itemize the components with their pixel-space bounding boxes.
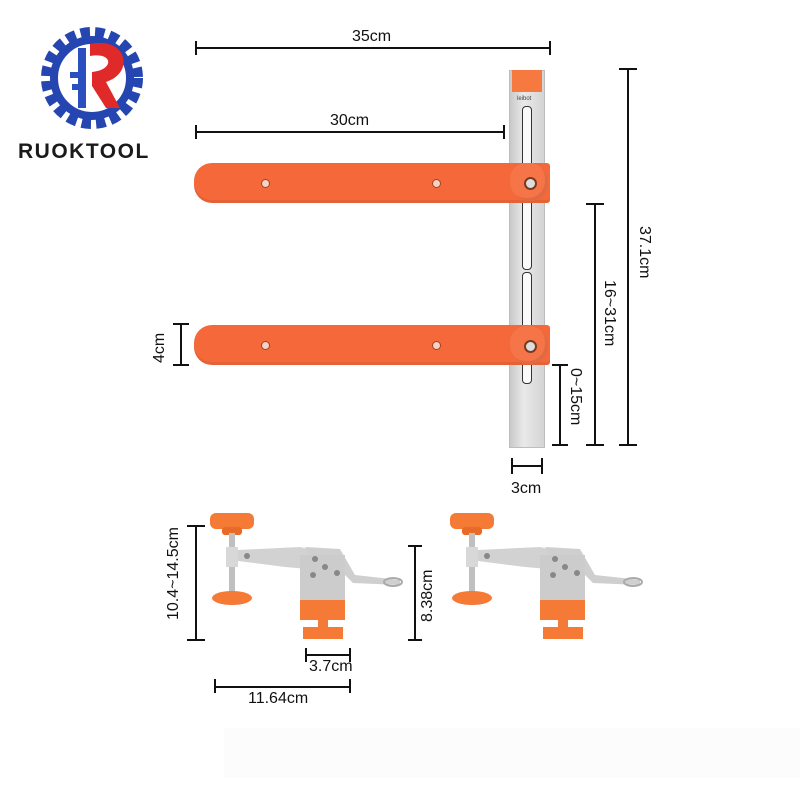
dim-line-clamp-body [414, 546, 416, 640]
dim-endcap [503, 125, 505, 139]
dim-endcap [552, 444, 568, 446]
dim-endcap [586, 203, 604, 205]
dim-endcap [173, 323, 189, 325]
dim-line-4cm [180, 324, 182, 366]
arm-spacing-label: 16~31cm [601, 280, 618, 347]
dim-line-37cm [627, 69, 629, 446]
toggle-clamp-right [445, 505, 655, 645]
dim-endcap [173, 364, 189, 366]
toggle-clamp-left [205, 505, 415, 645]
lower-arm[interactable] [194, 325, 550, 365]
clamp-length-label: 11.64cm [248, 690, 309, 707]
dim-endcap [408, 639, 422, 641]
dim-line-clamp-length [215, 686, 350, 688]
ruler-end-cap [512, 70, 542, 92]
arm-mount-hole [432, 341, 441, 350]
arm-width-label: 4cm [151, 332, 168, 363]
dim-line-3cm [512, 465, 542, 467]
dim-endcap [195, 125, 197, 139]
dim-endcap [349, 679, 351, 693]
arm-length-label: 30cm [330, 112, 370, 129]
dim-endcap [195, 41, 197, 55]
dim-line-30cm [196, 131, 504, 133]
dim-endcap [586, 444, 604, 446]
clamp-body-label: 8.38cm [419, 569, 436, 622]
toggle-clamp-icon [450, 513, 643, 639]
knob-screw [524, 177, 537, 190]
dim-endcap [187, 525, 205, 527]
dim-endcap [549, 41, 551, 55]
dim-endcap [408, 545, 422, 547]
brand-logo [30, 20, 155, 135]
dim-line-35cm [196, 47, 550, 49]
toggle-clamp-icon [210, 513, 403, 639]
upper-arm[interactable] [194, 163, 550, 203]
dim-line-foot [306, 654, 350, 656]
dim-line-0-15cm [559, 365, 561, 446]
dim-endcap [619, 444, 637, 446]
arm-mount-hole [432, 179, 441, 188]
arm-mount-hole [261, 341, 270, 350]
dim-line-clamp-height [195, 526, 197, 640]
dim-endcap [187, 639, 205, 641]
gear-r-logo-icon [41, 27, 143, 129]
dim-endcap [552, 364, 568, 366]
lower-lock-knob[interactable] [510, 326, 548, 364]
brand-name: RUOKTOOL [18, 140, 150, 163]
overall-height-label: 37.1cm [636, 226, 653, 279]
dim-endcap [349, 648, 351, 662]
foot-width-label: 3.7cm [309, 658, 353, 675]
dim-endcap [619, 68, 637, 70]
overall-width-label: 35cm [352, 28, 392, 45]
dim-line-16-31cm [594, 204, 596, 446]
dim-endcap [541, 458, 543, 474]
upper-lock-knob[interactable] [510, 163, 548, 201]
ruler-width-label: 3cm [511, 480, 542, 497]
lower-offset-label: 0~15cm [567, 368, 584, 426]
dim-endcap [511, 458, 513, 474]
dim-endcap [214, 679, 216, 693]
clamp-height-label: 10.4~14.5cm [165, 527, 182, 620]
ruler-brand-mark: leibot [517, 96, 532, 102]
dim-endcap [305, 648, 307, 662]
knob-screw [524, 340, 537, 353]
footer-band [224, 728, 800, 778]
arm-mount-hole [261, 179, 270, 188]
